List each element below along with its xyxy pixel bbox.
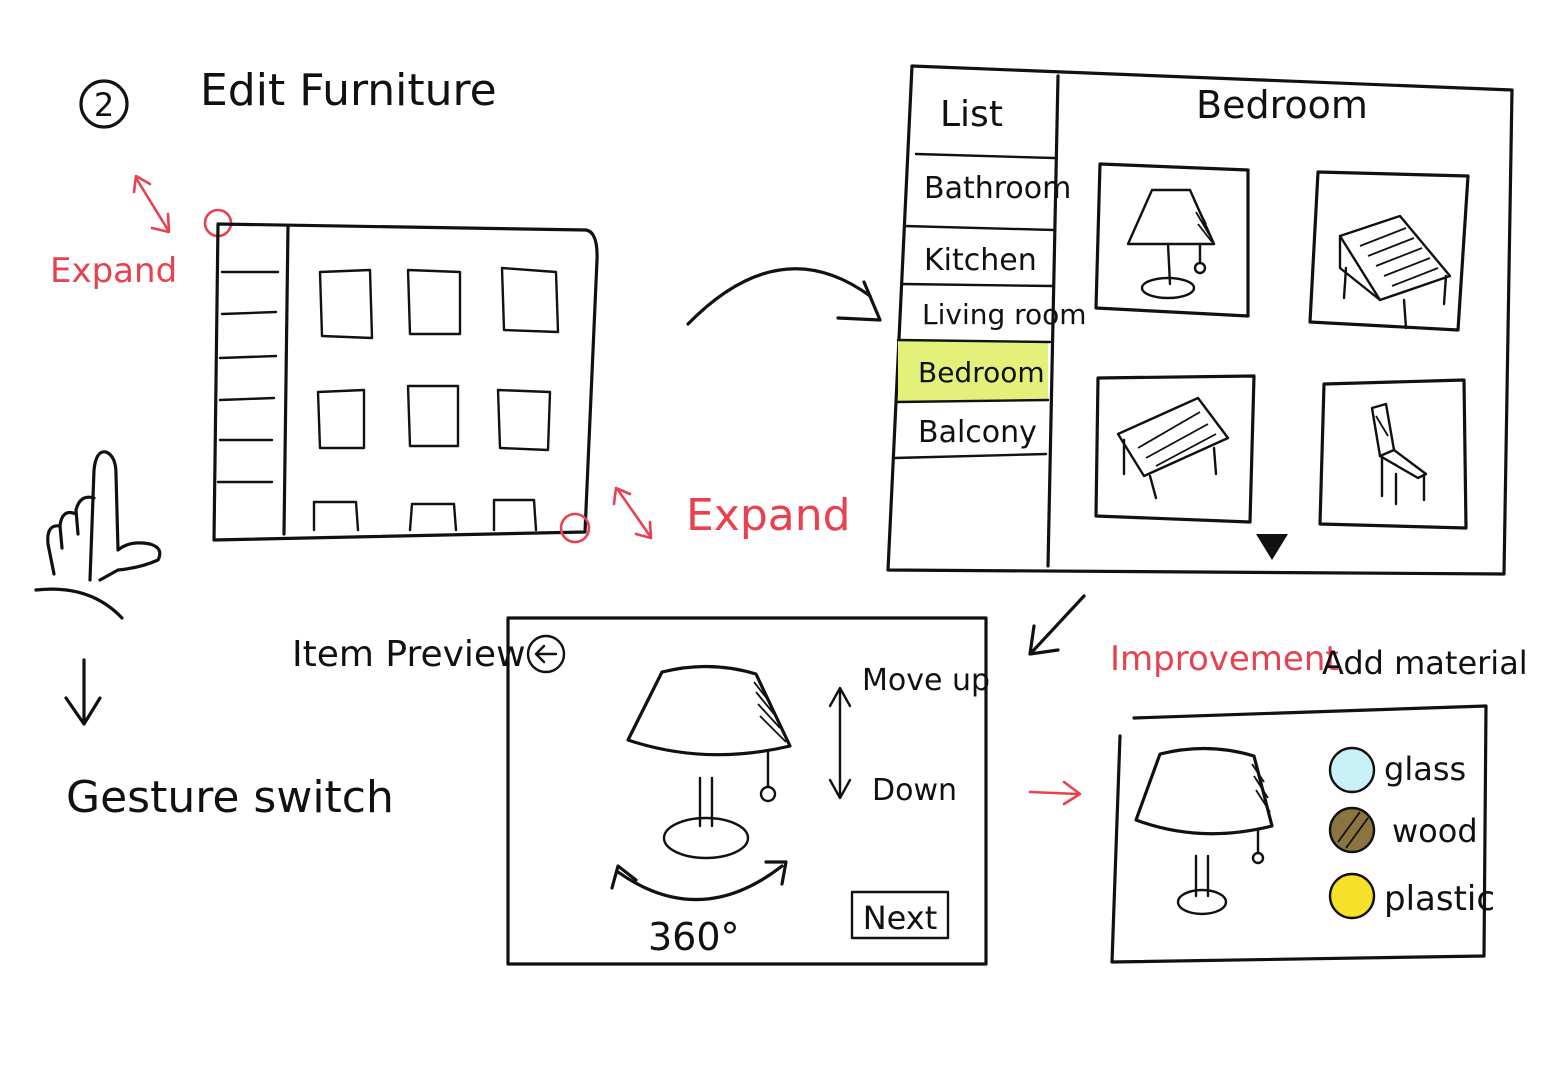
lamp-preview-icon [626, 664, 792, 860]
material-label: glass [1384, 750, 1466, 788]
improvement-label: Improvement [1110, 639, 1339, 679]
catalog-window: List Bedroom Bathroom Kitchen Living roo… [886, 64, 1514, 576]
scroll-down-icon[interactable] [1256, 534, 1288, 560]
material-option-glass[interactable]: glass [1328, 746, 1466, 794]
gesture-switch-label: Gesture switch [66, 772, 394, 823]
room-item-balcony[interactable]: Balcony [918, 415, 1037, 450]
glass-swatch[interactable] [1328, 746, 1376, 794]
lamp-icon [1126, 188, 1216, 300]
add-material-label: Add material [1322, 644, 1528, 682]
material-label: wood [1392, 812, 1478, 850]
item-card-chair[interactable] [1318, 378, 1468, 530]
rotate-gesture-icon[interactable] [610, 860, 788, 902]
chair-icon [1370, 402, 1428, 506]
item-card-bed[interactable] [1308, 170, 1470, 332]
pointing-hand-icon [34, 450, 162, 620]
lamp-material-icon [1134, 746, 1274, 916]
item-card-lamp[interactable] [1094, 162, 1250, 318]
item-thumbnails [312, 266, 560, 532]
material-option-wood[interactable]: wood [1328, 806, 1478, 854]
sidebar-lines [216, 270, 280, 484]
list-header: List [940, 94, 1003, 135]
item-preview-window: 360° Move up Down Next [506, 616, 990, 966]
next-button-label: Next [863, 899, 938, 937]
move-vertical-icon[interactable] [828, 686, 852, 800]
resize-corner-bottom-right[interactable] [559, 512, 591, 544]
table-icon [1116, 396, 1230, 500]
curved-arrow-icon [686, 267, 882, 326]
expand-label-bottom-right: Expand [686, 490, 851, 541]
room-item-label: Kitchen [924, 243, 1037, 278]
room-item-label: Living room [922, 298, 1087, 331]
plastic-swatch[interactable] [1328, 872, 1376, 920]
room-item-kitchen[interactable]: Kitchen [924, 243, 1037, 278]
rotation-label: 360° [648, 915, 740, 959]
right-arrow-icon [1028, 780, 1082, 806]
next-button[interactable]: Next [850, 890, 950, 940]
diagonal-arrow-icon [1028, 594, 1086, 656]
step-number: 2 [94, 86, 114, 124]
room-title: Bedroom [1196, 83, 1368, 127]
material-label: plastic [1384, 879, 1495, 919]
item-card-table[interactable] [1094, 374, 1256, 524]
material-window: glass wood plastic [1110, 704, 1495, 964]
room-item-bathroom[interactable]: Bathroom [924, 171, 1071, 206]
material-option-plastic[interactable]: plastic [1328, 872, 1495, 920]
room-item-bedroom[interactable]: Bedroom [918, 356, 1045, 389]
room-item-label: Bathroom [924, 171, 1071, 206]
item-preview-label: Item Preview [292, 634, 526, 675]
room-list: Bathroom Kitchen Living room Bedroom Bal… [892, 152, 1087, 460]
step-number-circle [79, 79, 129, 129]
move-up-label: Move up [862, 663, 990, 698]
room-item-label: Bedroom [918, 356, 1045, 389]
room-item-living-room[interactable]: Living room [922, 298, 1087, 331]
selected-room-highlight [898, 341, 1048, 401]
move-down-label: Down [872, 773, 957, 808]
furniture-window-sketch [212, 222, 599, 542]
page-title: Edit Furniture [200, 65, 497, 116]
bed-icon [1338, 214, 1452, 330]
down-arrow-icon [64, 658, 102, 726]
back-button[interactable] [526, 634, 566, 674]
back-icon[interactable] [526, 634, 566, 674]
expand-handle-bottom-right[interactable] [559, 486, 653, 544]
step-header: 2 Edit Furniture [79, 65, 497, 129]
expand-label-top-left: Expand [50, 251, 177, 291]
wood-swatch[interactable] [1328, 806, 1376, 854]
room-item-label: Balcony [918, 415, 1037, 450]
